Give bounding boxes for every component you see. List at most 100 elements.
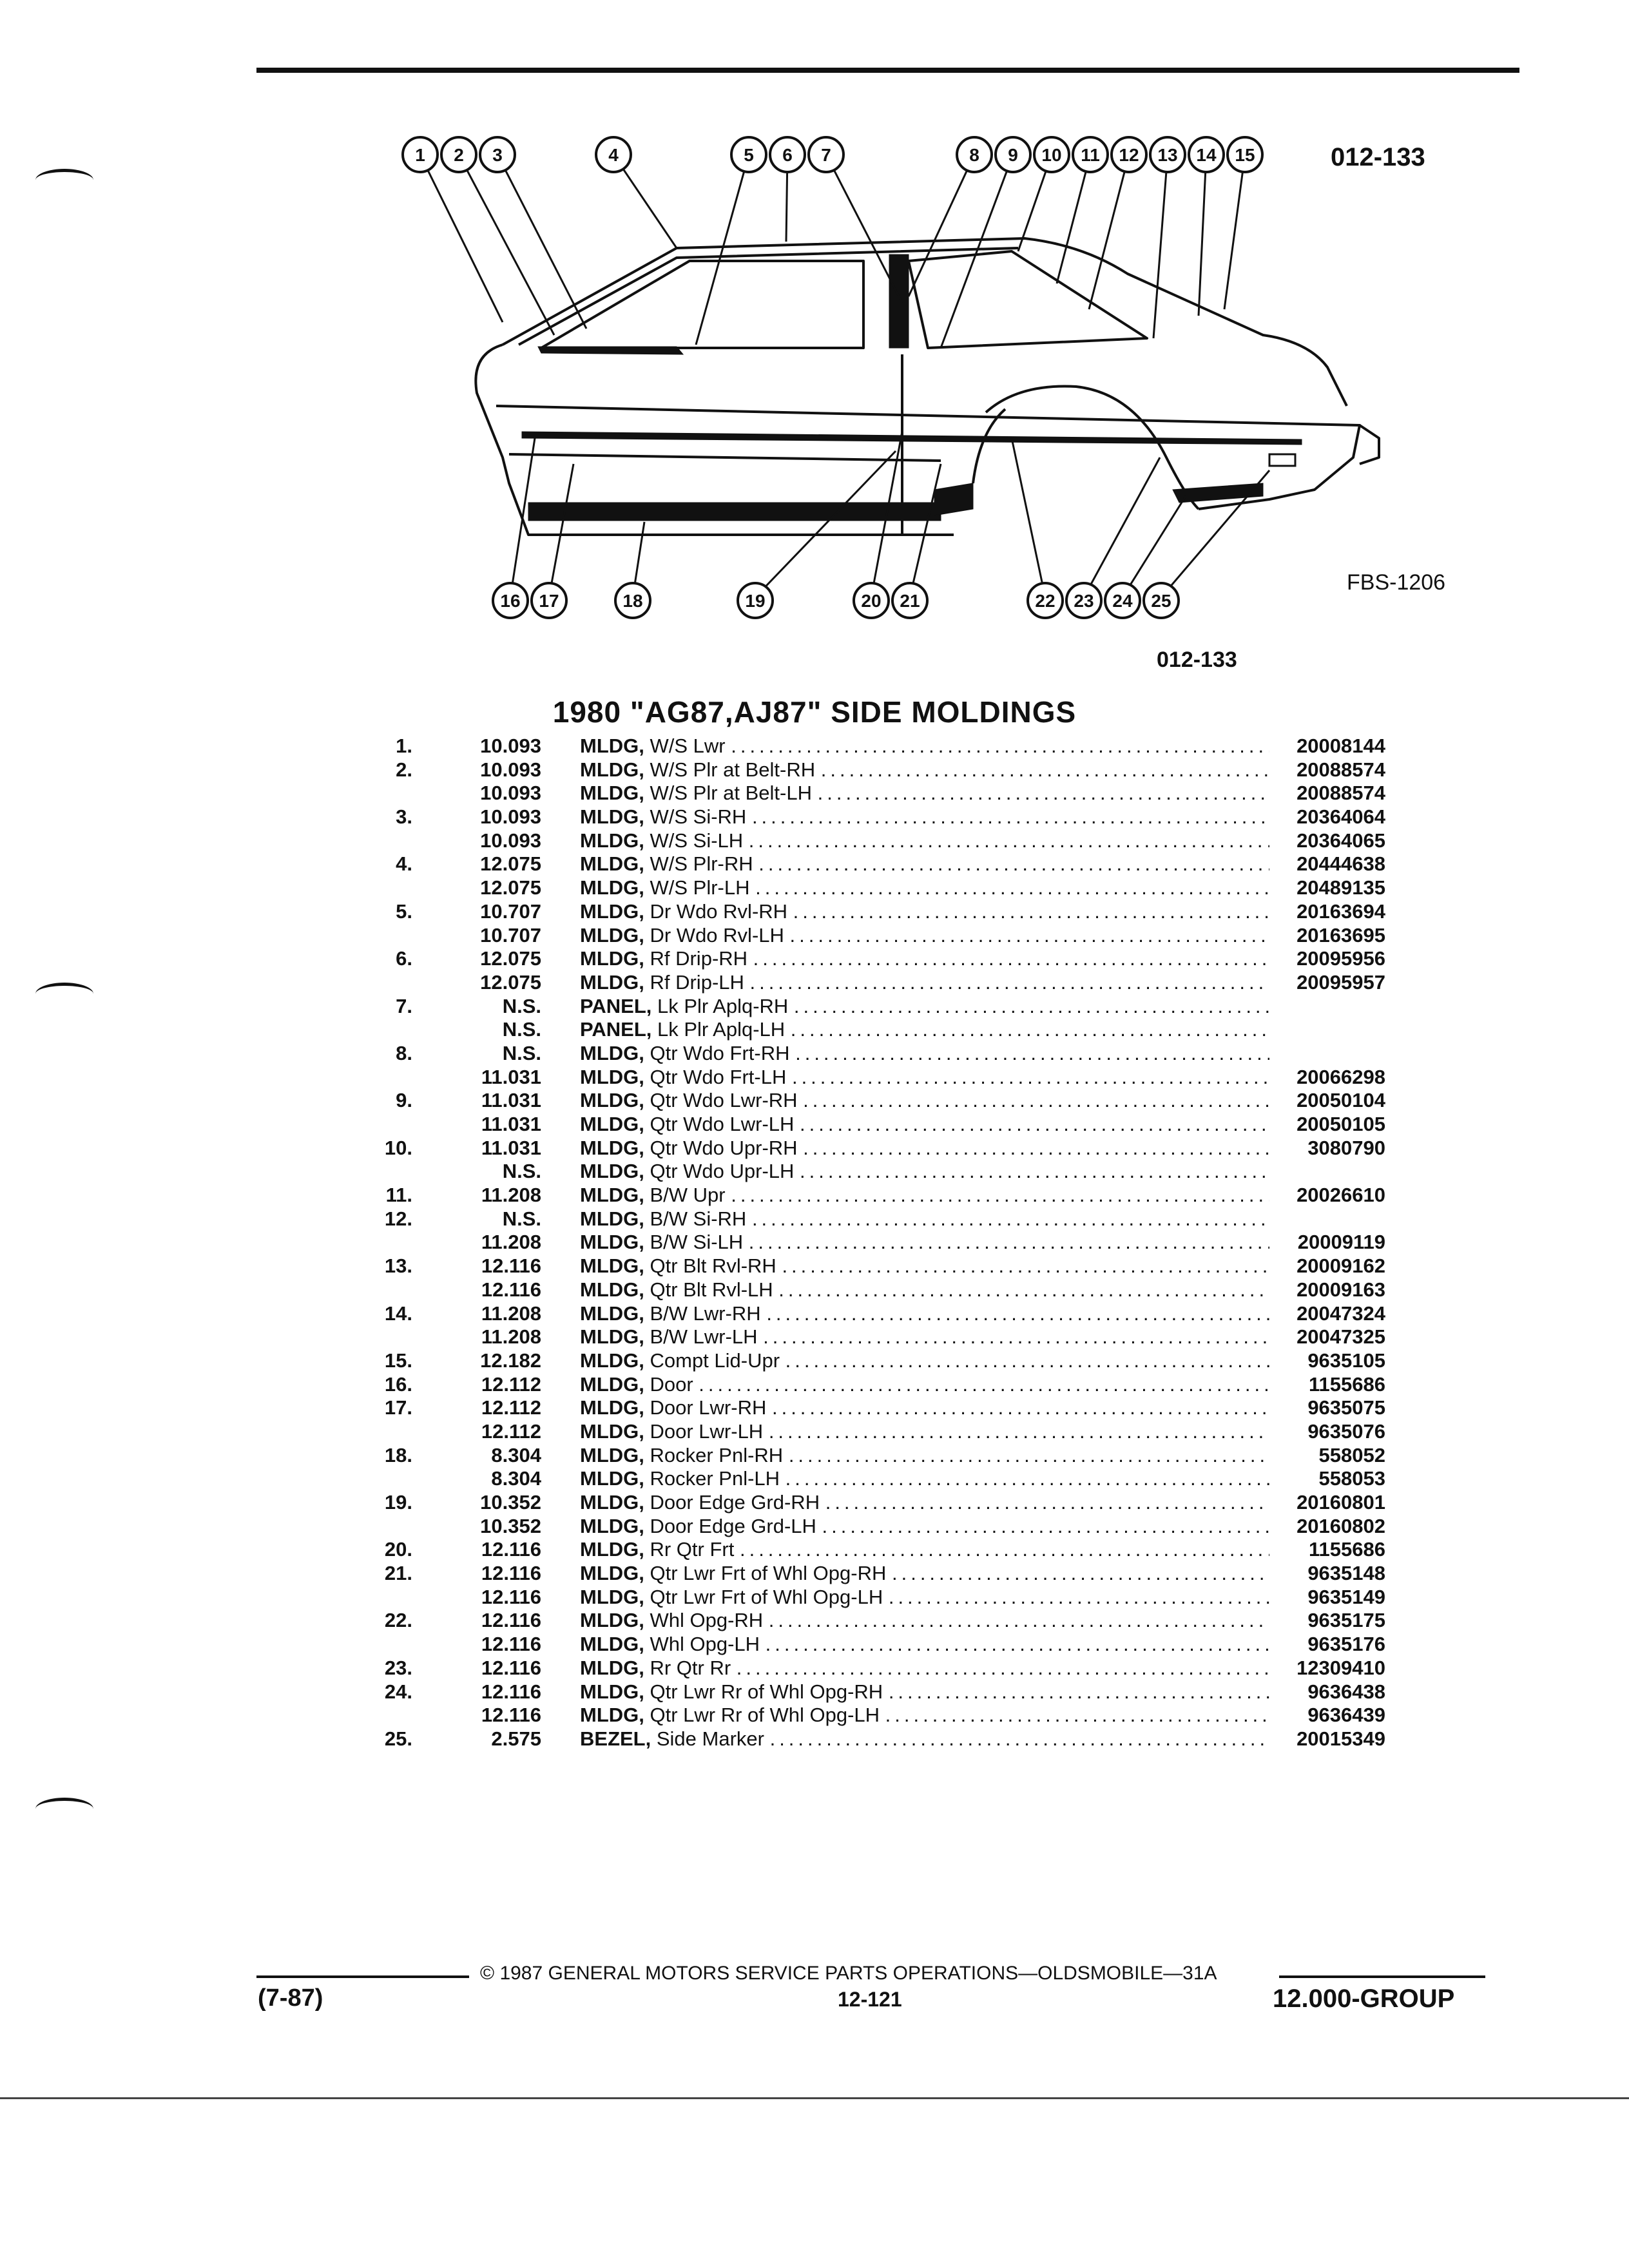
part-number: 20364065 <box>1296 829 1385 852</box>
car-body-outline <box>474 237 1380 536</box>
part-keyword: MLDG, <box>580 1065 644 1088</box>
callout-circle <box>891 582 929 619</box>
side-marker-lamp <box>1268 453 1296 467</box>
part-keyword: MLDG, <box>580 758 644 781</box>
group-number: 12.075 <box>480 970 541 994</box>
table-row: 12.116 MLDG, Qtr Blt Rvl-LH .............… <box>348 1278 1418 1302</box>
part-description: MLDG, Qtr Lwr Frt of Whl Opg-RH ........… <box>580 1562 1269 1586</box>
callout-label: 13 <box>1157 145 1177 165</box>
part-description: MLDG, B/W Upr ..........................… <box>580 1184 1269 1207</box>
part-keyword: MLDG, <box>580 1562 644 1585</box>
part-keyword: MLDG, <box>580 782 644 805</box>
part-description-text: B/W Lwr-RH <box>644 1302 767 1325</box>
group-number: 12.116 <box>481 1562 541 1585</box>
part-description-text: Qtr Wdo Upr-LH <box>644 1160 800 1183</box>
callout-circle <box>401 136 439 173</box>
part-description: MLDG, Dr Wdo Rvl-LH ....................… <box>580 924 1269 948</box>
table-row: 7.N.S.PANEL, Lk Plr Aplq-RH ............… <box>348 995 1418 1019</box>
part-number: 20047324 <box>1296 1302 1385 1325</box>
callout-circle <box>737 582 774 619</box>
callout-circle <box>1226 136 1264 173</box>
callout-label: 20 <box>861 591 881 611</box>
callout-circle <box>530 582 568 619</box>
part-number: 20066298 <box>1296 1065 1385 1088</box>
part-number: 9636438 <box>1307 1680 1385 1703</box>
leader-dots: ........................................… <box>766 1302 1269 1325</box>
leader-dots: ........................................… <box>790 1018 1269 1041</box>
fbs-code: FBS-1206 <box>1347 570 1446 595</box>
part-keyword: MLDG, <box>580 1231 644 1254</box>
part-number: 9635175 <box>1307 1609 1385 1632</box>
diagram-code-below: 012-133 <box>1157 648 1237 672</box>
part-description: MLDG, Qtr Blt Rvl-LH ...................… <box>580 1278 1269 1302</box>
leader-dots: ........................................… <box>748 829 1269 852</box>
group-number: 12.116 <box>481 1278 541 1301</box>
callout-circle <box>1033 136 1070 173</box>
part-number: 20009119 <box>1297 1231 1385 1254</box>
callout-label: 22 <box>1035 591 1055 611</box>
part-description-text: B/W Lwr-LH <box>644 1325 764 1349</box>
leader-lines <box>419 154 1271 599</box>
item-number: 23. <box>384 1656 412 1679</box>
leader-dots: ........................................… <box>788 1443 1269 1466</box>
item-number: 7. <box>396 994 412 1017</box>
item-number: 16. <box>384 1372 412 1396</box>
part-keyword: MLDG, <box>580 1207 644 1230</box>
group-number: 11.031 <box>481 1113 541 1135</box>
part-number: 20015349 <box>1296 1727 1385 1750</box>
leader-dots: ........................................… <box>748 1231 1269 1254</box>
part-description: MLDG, Door .............................… <box>580 1373 1269 1397</box>
part-number: 20050105 <box>1296 1113 1385 1135</box>
part-description: MLDG, W/S Plr at Belt-LH ...............… <box>580 782 1269 805</box>
table-row: N.S.PANEL, Lk Plr Aplq-LH ..............… <box>348 1018 1418 1042</box>
part-number: 20095957 <box>1296 970 1385 994</box>
callout-label: 17 <box>539 591 559 611</box>
leader-dots: ........................................… <box>793 994 1269 1017</box>
callout-label: 19 <box>745 591 765 611</box>
item-number: 1. <box>396 735 412 757</box>
group-number: 11.208 <box>481 1184 541 1207</box>
item-number: 25. <box>384 1727 412 1750</box>
callout-circle <box>614 582 651 619</box>
part-keyword: MLDG, <box>580 1089 644 1112</box>
group-number: N.S. <box>502 994 541 1017</box>
part-number: 20163695 <box>1296 923 1385 947</box>
callout-label: 15 <box>1235 145 1255 165</box>
group-number: 12.116 <box>481 1633 541 1656</box>
group-number: N.S. <box>502 1160 541 1183</box>
group-number: 11.031 <box>481 1065 541 1088</box>
item-number: 18. <box>384 1443 412 1466</box>
part-description-text: Rr Qtr Rr <box>644 1656 737 1679</box>
item-number: 21. <box>384 1562 412 1585</box>
part-description: MLDG, Rf Drip-LH .......................… <box>580 971 1269 995</box>
part-keyword: MLDG, <box>580 1656 644 1679</box>
item-number: 6. <box>396 947 412 970</box>
leader-dots: ........................................… <box>763 1325 1269 1349</box>
part-description-text: Qtr Lwr Rr of Whl Opg-LH <box>644 1704 885 1727</box>
top-rule <box>256 68 1519 73</box>
item-number: 20. <box>384 1538 412 1561</box>
part-description: MLDG, W/S Plr at Belt-RH ...............… <box>580 758 1269 782</box>
part-keyword: MLDG, <box>580 947 644 970</box>
part-number: 9635176 <box>1307 1633 1385 1656</box>
part-description: MLDG, Qtr Wdo Lwr-RH ...................… <box>580 1089 1269 1113</box>
part-keyword: MLDG, <box>580 1538 644 1561</box>
group-number: 10.352 <box>480 1491 541 1514</box>
item-number: 12. <box>384 1207 412 1230</box>
part-number: 9635075 <box>1307 1396 1385 1419</box>
callout-label: 18 <box>622 591 642 611</box>
part-description: MLDG, Door Lwr-LH ......................… <box>580 1420 1269 1444</box>
part-description-text: Qtr Blt Rvl-RH <box>644 1254 782 1278</box>
part-number: 9635105 <box>1307 1349 1385 1372</box>
group-number: 12.116 <box>481 1680 541 1703</box>
item-number: 24. <box>384 1680 412 1703</box>
leader-dots: ........................................… <box>771 1396 1269 1419</box>
part-description-text: B/W Si-LH <box>644 1231 749 1254</box>
part-description: MLDG, Compt Lid-Upr ....................… <box>580 1349 1269 1373</box>
part-keyword: PANEL, <box>580 994 652 1017</box>
footer-rule-right <box>1279 1975 1485 1978</box>
